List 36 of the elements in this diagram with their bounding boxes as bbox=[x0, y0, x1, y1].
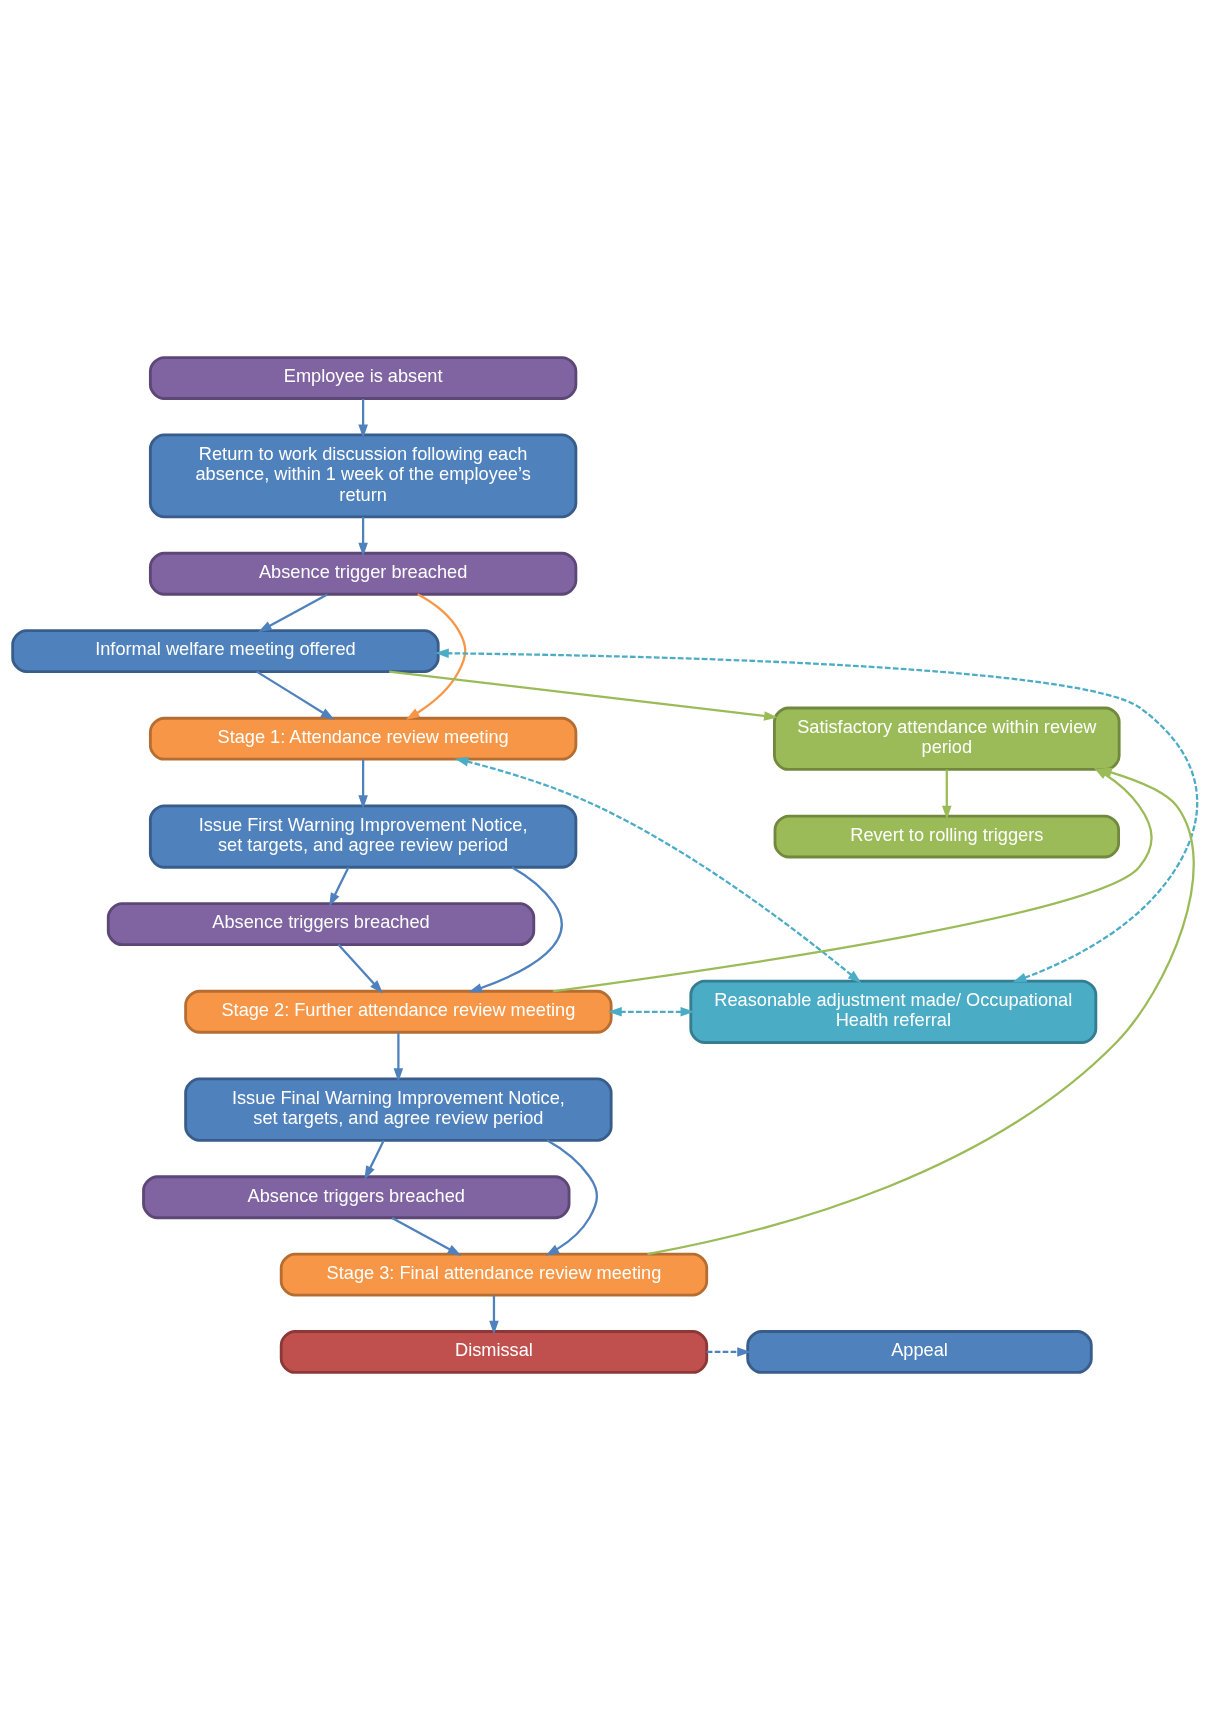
node-box: Informal welfare meeting offered bbox=[11, 628, 440, 673]
node-box: Dismissal bbox=[279, 1329, 709, 1374]
node-box: Return to work discussion following each absence, within 1 week of the employee’s return bbox=[148, 433, 578, 518]
node-box: Satisfactory attendance within review period bbox=[773, 706, 1121, 771]
node-box: Revert to rolling triggers bbox=[773, 814, 1120, 858]
node-box: Issue Final Warning Improvement Notice, set targets, and agree review period bbox=[184, 1077, 613, 1142]
arrow bbox=[358, 398, 368, 438]
arrow bbox=[608, 1006, 695, 1017]
node-box: Appeal bbox=[746, 1329, 1093, 1374]
node-box: Absence trigger breached bbox=[148, 551, 578, 596]
arrow bbox=[329, 866, 350, 907]
arrow bbox=[489, 1294, 499, 1334]
arrow bbox=[364, 1139, 385, 1180]
node-box: Stage 2: Further attendance review meeting bbox=[184, 989, 613, 1034]
node-box: Employee is absent bbox=[148, 355, 578, 400]
arrow bbox=[706, 1346, 751, 1357]
arrow bbox=[454, 756, 862, 983]
arrow bbox=[337, 943, 383, 994]
node-box: Stage 3: Final attendance review meeting bbox=[279, 1252, 709, 1296]
arrow bbox=[258, 592, 328, 632]
arrow bbox=[545, 1138, 599, 1256]
node-box: Stage 1: Attendance review meeting bbox=[148, 716, 578, 761]
node-box: Issue First Warning Improvement Notice, set targets, and agree review period bbox=[148, 803, 578, 869]
arrow bbox=[468, 865, 563, 992]
node-box: Reasonable adjustment made/ Occupational Health referral bbox=[689, 979, 1098, 1044]
arrow bbox=[942, 769, 952, 819]
arrow bbox=[405, 592, 467, 720]
arrow bbox=[391, 1216, 462, 1256]
arrow bbox=[389, 669, 778, 721]
arrow bbox=[393, 1032, 404, 1082]
arrow bbox=[256, 670, 335, 720]
node-box: Absence triggers breached bbox=[142, 1174, 571, 1219]
arrow bbox=[435, 647, 1199, 982]
arrow bbox=[358, 759, 368, 809]
node-box: Absence triggers breached bbox=[106, 901, 536, 946]
arrow bbox=[358, 516, 368, 557]
